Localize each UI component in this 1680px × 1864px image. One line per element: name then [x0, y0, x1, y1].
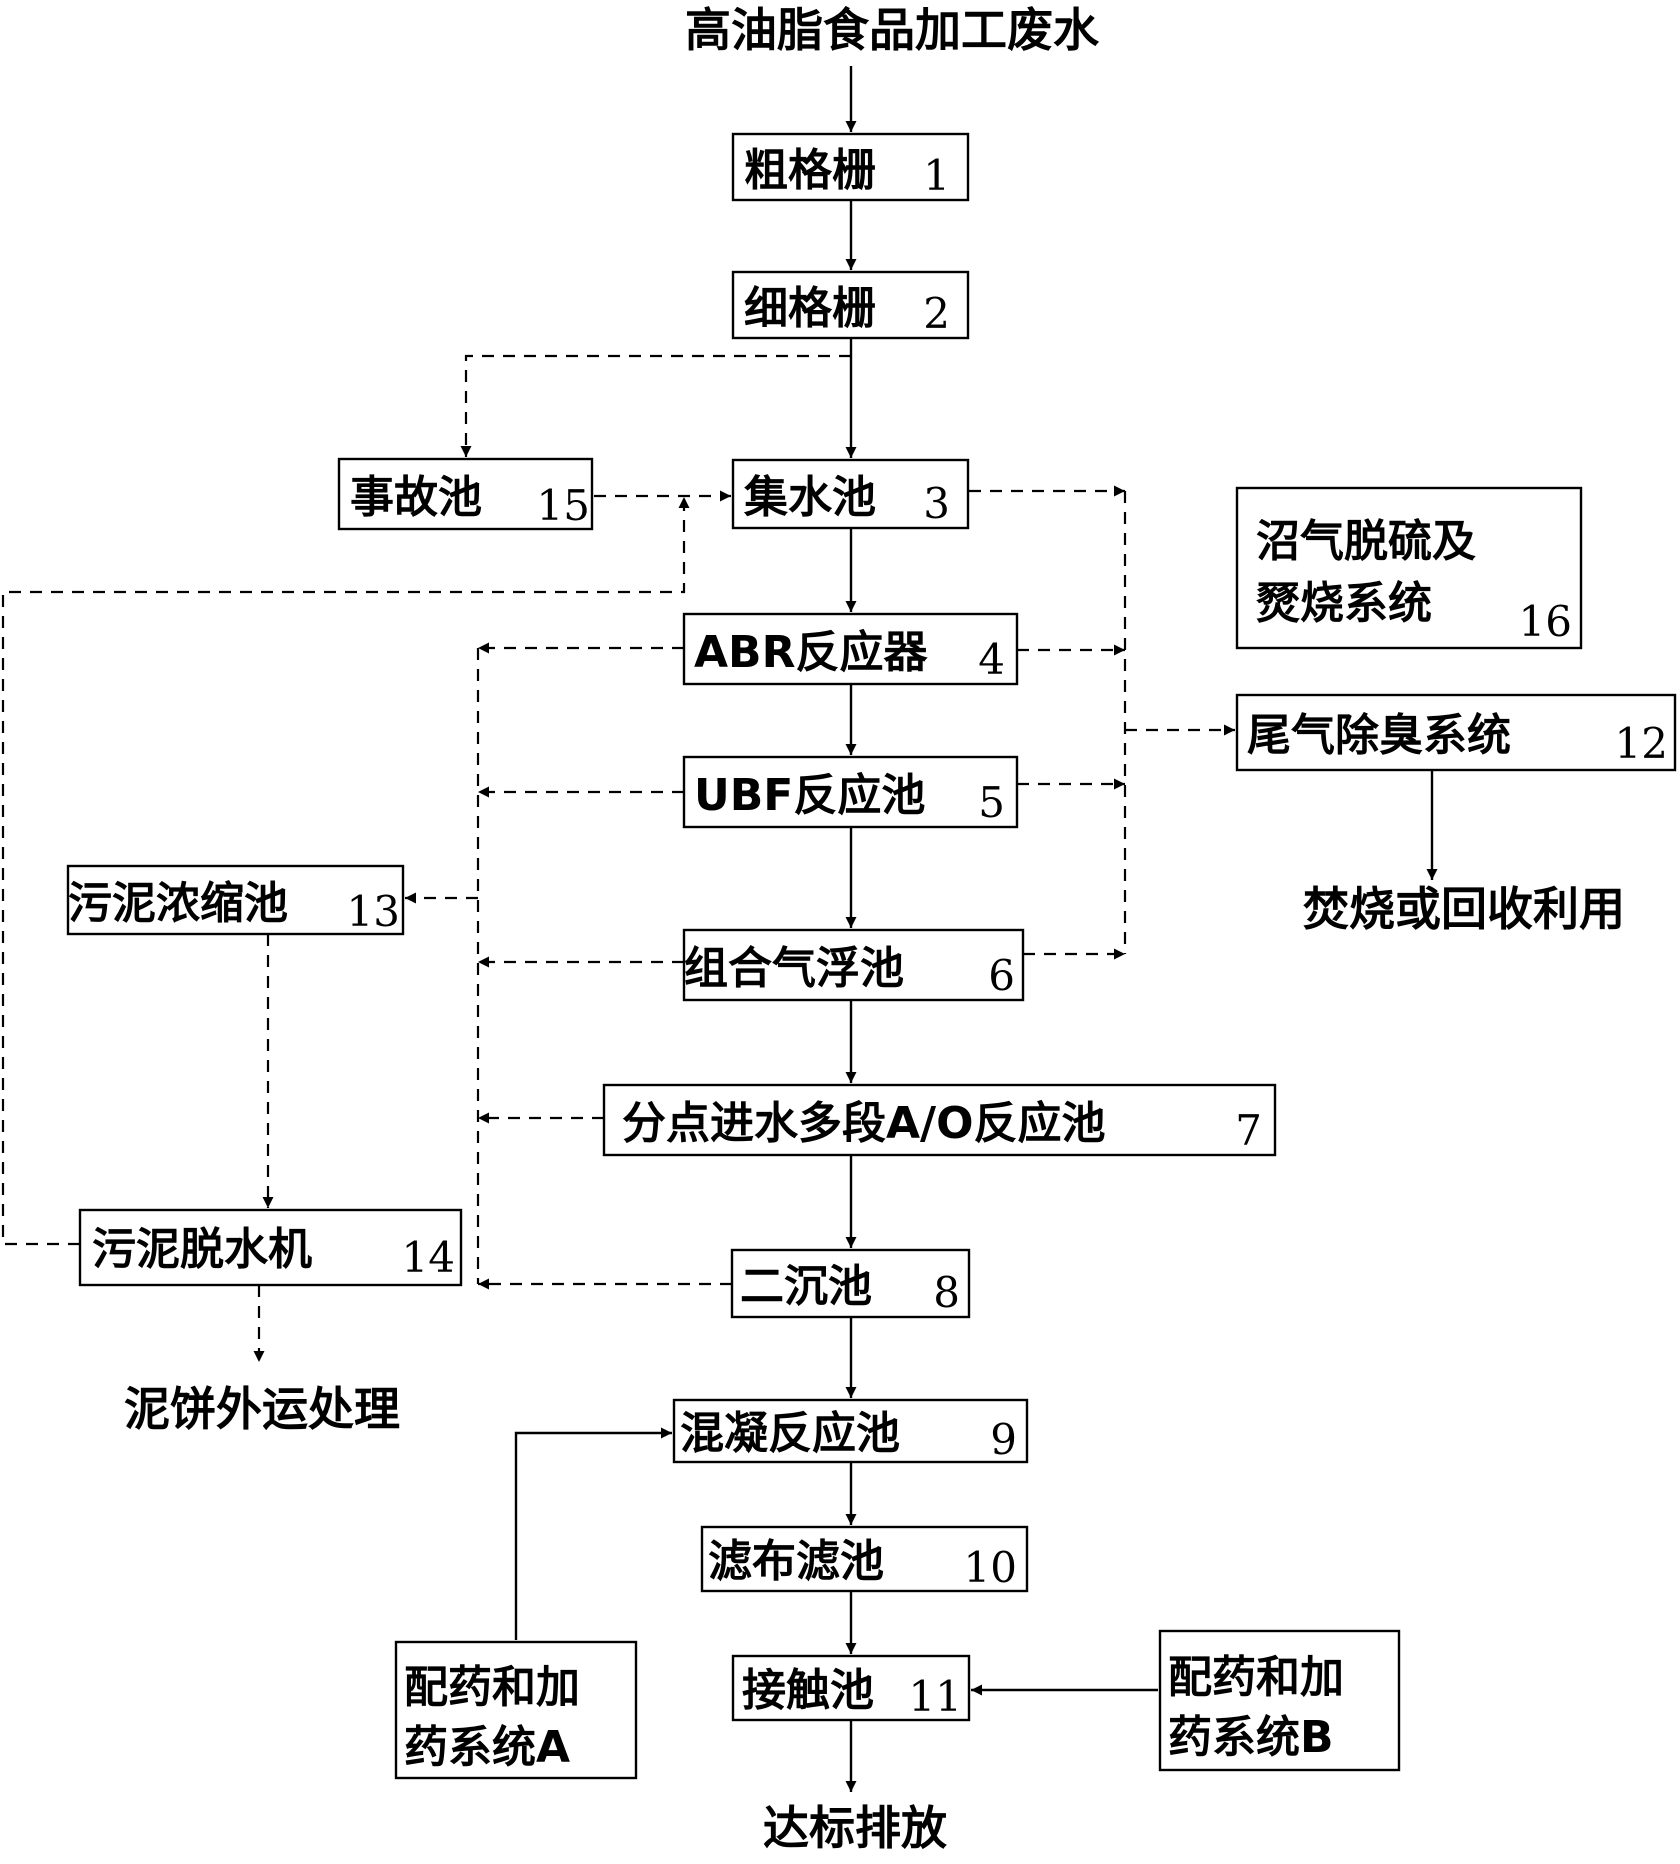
node-cloth-filter: 滤布滤池 10	[700, 1525, 1029, 1593]
node-label: 事故池	[350, 472, 482, 523]
node-coarse-screen: 粗格栅 1	[731, 132, 970, 202]
sludge-cake-label: 泥饼外运处理	[124, 1382, 400, 1436]
node-sludge-thickener: 污泥浓缩池 13	[66, 864, 405, 936]
node-number: 14	[402, 1233, 455, 1282]
node-label: 细格栅	[744, 283, 876, 334]
node-label-line1: 沼气脱硫及	[1256, 516, 1476, 567]
node-fine-screen: 细格栅 2	[731, 270, 970, 340]
node-number: 6	[988, 951, 1015, 1000]
node-number: 11	[909, 1672, 962, 1721]
node-deodorization-system: 尾气除臭系统 12	[1235, 693, 1677, 772]
node-collection-tank: 集水池 3	[731, 458, 970, 530]
node-dosing-system-b: 配药和加 药系统B	[1158, 1629, 1401, 1772]
node-ao-reactor: 分点进水多段A/O反应池 7	[602, 1083, 1277, 1157]
node-contact-tank: 接触池 11	[731, 1654, 971, 1722]
node-accident-tank: 事故池 15	[337, 457, 594, 531]
node-sludge-dewatering: 污泥脱水机 14	[78, 1208, 463, 1287]
node-label-line2: 药系统A	[404, 1722, 570, 1773]
node-number: 3	[923, 479, 950, 528]
node-number: 10	[964, 1543, 1017, 1592]
node-label: ABR反应器	[694, 627, 928, 678]
node-number: 4	[978, 635, 1005, 684]
node-label: 二沉池	[740, 1261, 872, 1312]
node-label: 粗格栅	[744, 145, 876, 196]
node-number: 9	[990, 1415, 1017, 1464]
node-label-line2: 药系统B	[1168, 1712, 1334, 1763]
node-label-line2: 燹烧系统	[1256, 578, 1432, 629]
gas-use-label: 焚烧或回收利用	[1303, 882, 1625, 936]
node-number: 16	[1519, 597, 1572, 646]
node-label: 集水池	[743, 472, 876, 523]
node-dosing-system-a: 配药和加 药系统A	[394, 1640, 638, 1780]
node-label: 组合气浮池	[684, 943, 904, 994]
node-number: 12	[1615, 719, 1668, 768]
input-label: 高油脂食品加工废水	[685, 3, 1100, 57]
node-abr-reactor: ABR反应器 4	[682, 612, 1019, 686]
node-number: 8	[933, 1268, 960, 1317]
node-number: 13	[347, 887, 400, 936]
node-label: 污泥浓缩池	[68, 878, 288, 929]
node-secondary-clarifier: 二沉池 8	[730, 1248, 971, 1319]
node-number: 1	[923, 151, 950, 200]
node-number: 15	[537, 481, 590, 530]
node-number: 5	[978, 778, 1005, 827]
node-label: 污泥脱水机	[92, 1224, 312, 1275]
node-label: UBF反应池	[694, 770, 925, 821]
auxiliary-flow-lines	[1, 354, 1235, 1362]
node-label-line1: 配药和加	[404, 1662, 580, 1713]
node-number: 2	[923, 289, 950, 338]
node-number: 7	[1235, 1106, 1262, 1155]
node-air-flotation-tank: 组合气浮池 6	[682, 928, 1025, 1002]
discharge-label: 达标排放	[763, 1801, 947, 1855]
node-label-line1: 配药和加	[1168, 1652, 1344, 1703]
node-ubf-tank: UBF反应池 5	[682, 755, 1019, 829]
node-biogas-system: 沼气脱硫及 燹烧系统 16	[1235, 486, 1583, 650]
node-label: 混凝反应池	[680, 1408, 900, 1459]
node-coagulation-tank: 混凝反应池 9	[672, 1398, 1029, 1464]
node-label: 分点进水多段A/O反应池	[622, 1098, 1106, 1149]
node-label: 接触池	[742, 1665, 874, 1716]
main-flow-lines	[514, 66, 1438, 1792]
node-label: 尾气除臭系统	[1247, 710, 1511, 761]
node-label: 滤布滤池	[708, 1536, 884, 1587]
